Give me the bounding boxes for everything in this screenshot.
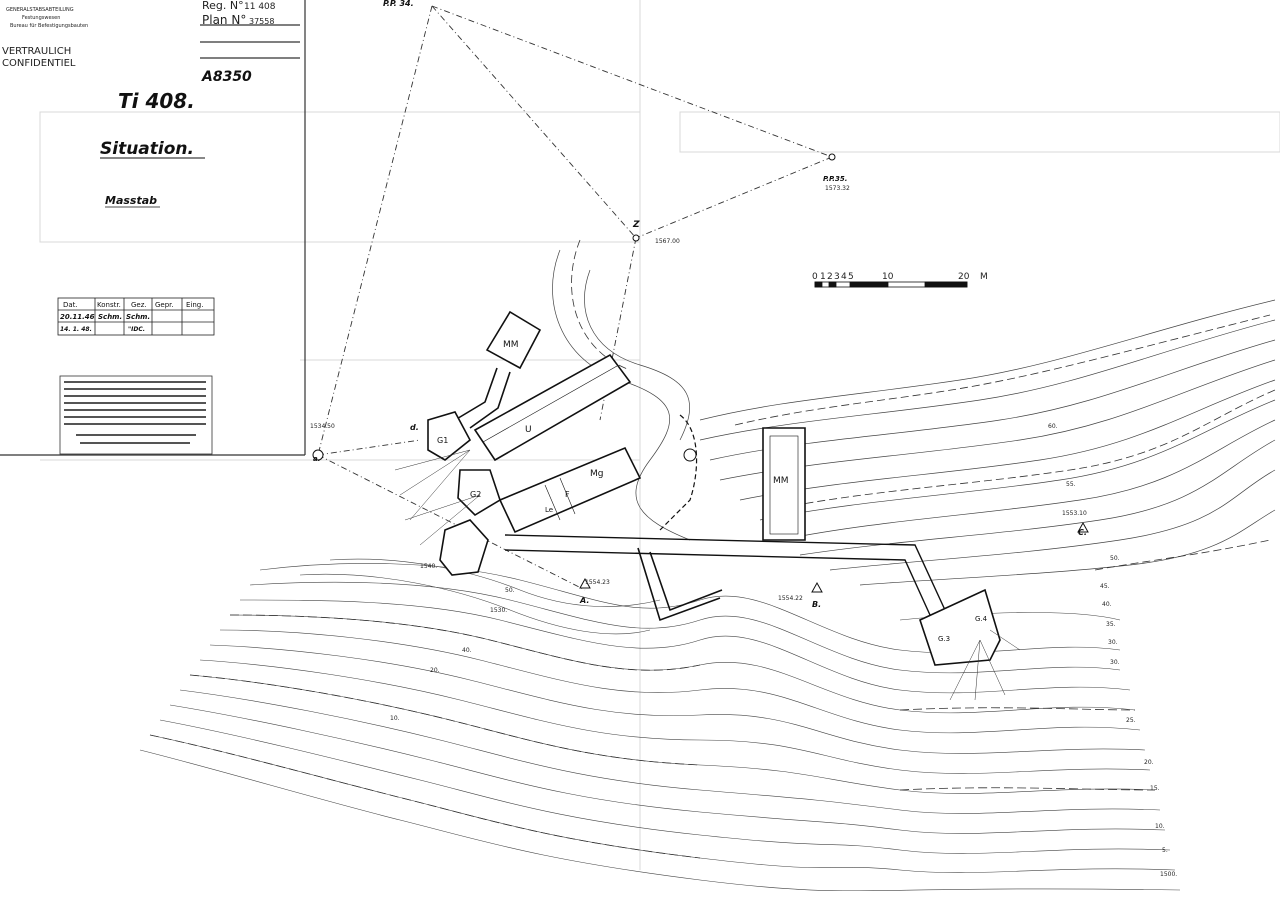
scale-unit: M bbox=[980, 272, 988, 282]
survey-a-elev: 1534.50 bbox=[310, 423, 335, 430]
fortification-structures bbox=[427, 310, 1001, 666]
contour-lines-upper bbox=[552, 249, 1276, 586]
contour-lines-upper-dashed bbox=[571, 239, 1276, 571]
stamp-org-line1: GENERALSTABSABTEILUNG bbox=[6, 7, 74, 13]
rev-row1-konstr: Schm. bbox=[98, 313, 122, 321]
contour-lines-lower bbox=[139, 558, 1181, 892]
plan-label: Plan N° bbox=[202, 13, 246, 27]
firing-sectors bbox=[394, 449, 1021, 701]
classification-vertraulich: VERTRAULICH bbox=[2, 46, 71, 57]
work-title: Ti 408. bbox=[118, 89, 195, 113]
scale-tick-1: 1 bbox=[820, 272, 826, 282]
mg-gallery bbox=[498, 446, 642, 534]
contour-label-1500: 1500. bbox=[1160, 871, 1177, 878]
stamp-org-line2: Festungswesen bbox=[22, 15, 60, 21]
notice-block bbox=[59, 375, 213, 455]
survey-pp35-elev: 1573.32 bbox=[825, 185, 850, 192]
contour-label-1540: 1540. bbox=[420, 563, 437, 570]
contour-label-50-left: 50. bbox=[505, 587, 515, 594]
contour-label-15: 15. bbox=[1150, 785, 1160, 792]
rev-header-gepr: Gepr. bbox=[155, 301, 174, 309]
survey-C-elev: 1553.10 bbox=[1062, 510, 1087, 517]
scale-tick-20: 20 bbox=[958, 272, 970, 282]
contour-label-25: 25. bbox=[1126, 717, 1136, 724]
contour-label-20-right: 20. bbox=[1144, 759, 1154, 766]
survey-pp35-label: P.P.35. bbox=[823, 175, 847, 183]
contour-label-35: 35. bbox=[1106, 621, 1116, 628]
scale-tick-0: 0 bbox=[812, 272, 818, 282]
room-le: Le bbox=[545, 506, 553, 514]
reg-number: 11 408 bbox=[244, 2, 276, 12]
contour-label-50-right: 50. bbox=[1110, 555, 1120, 562]
classification-confidentiel: CONFIDENTIEL bbox=[2, 58, 76, 69]
mm-bunker-right bbox=[762, 427, 806, 541]
survey-z-elev: 1567.00 bbox=[655, 238, 680, 245]
contour-label-5: 5. bbox=[1162, 847, 1168, 854]
reg-label: Reg. N° bbox=[202, 0, 244, 12]
scale-tick-4: 4 bbox=[841, 272, 847, 282]
contour-label-30-right: 30. bbox=[1110, 659, 1120, 666]
survey-B-label: B. bbox=[812, 600, 821, 609]
survey-a-label: a. bbox=[313, 455, 320, 463]
rev-row1-date: 20.11.46 bbox=[60, 313, 95, 321]
survey-top-label: P.P. 34. bbox=[383, 0, 414, 8]
survey-z-label: Z bbox=[632, 220, 640, 230]
contour-label-55: 55. bbox=[1066, 481, 1076, 488]
sheet-title: Situation. bbox=[100, 139, 194, 159]
contour-label-60: 60. bbox=[1048, 423, 1058, 430]
contour-label-40-left: 40. bbox=[462, 647, 472, 654]
plan-number: 37558 bbox=[249, 17, 274, 26]
g2-casemate bbox=[457, 469, 501, 517]
contour-lines-lower-dashed bbox=[149, 614, 1156, 859]
scale-tick-3: 3 bbox=[834, 272, 840, 282]
room-u: U bbox=[525, 425, 532, 435]
rev-row1-gez: Schm. bbox=[126, 313, 150, 321]
survey-markers bbox=[312, 153, 1089, 593]
g3-g4-casemate bbox=[919, 588, 1001, 666]
contour-label-45: 45. bbox=[1100, 583, 1110, 590]
room-d: d. bbox=[410, 423, 419, 432]
title-block bbox=[0, 0, 306, 456]
rev-row2-gez: "IDC. bbox=[128, 326, 145, 333]
survey-A-elev: 1554.23 bbox=[585, 579, 610, 586]
room-g4: G.4 bbox=[975, 615, 988, 623]
contour-label-10-left: 10. bbox=[390, 715, 400, 722]
u-gallery bbox=[473, 353, 632, 462]
scale-bar bbox=[814, 281, 968, 288]
survey-A-label: A. bbox=[579, 596, 589, 605]
room-g3: G.3 bbox=[938, 635, 950, 643]
room-mm-right: MM bbox=[773, 476, 789, 486]
contour-labels: 1540. 50. 1530. 40. 20. 10. 60. 55. 30. … bbox=[390, 423, 1177, 878]
rev-row2-date: 14. 1. 48. bbox=[60, 326, 92, 333]
scale-tick-10: 10 bbox=[882, 272, 894, 282]
scale-tick-5: 5 bbox=[848, 272, 854, 282]
scale-label: Masstab bbox=[105, 194, 157, 207]
archive-number: A8350 bbox=[201, 69, 252, 85]
contour-label-20-left: 20. bbox=[430, 667, 440, 674]
rev-header-konstr: Konstr. bbox=[97, 301, 121, 309]
survey-lines bbox=[317, 5, 833, 591]
room-mg: Mg bbox=[590, 469, 603, 479]
stamp-org-line3: Bureau für Befestigungsbauten bbox=[10, 23, 88, 29]
revision-table bbox=[57, 297, 215, 336]
contour-label-10-right: 10. bbox=[1155, 823, 1165, 830]
g1-casemate bbox=[427, 411, 472, 461]
mm-bunker-upper bbox=[485, 310, 542, 370]
contour-label-40-right: 40. bbox=[1102, 601, 1112, 608]
room-mm-upper: MM bbox=[503, 340, 519, 350]
rev-header-date: Dat. bbox=[63, 301, 78, 309]
rev-header-eing: Eing. bbox=[186, 301, 203, 309]
contour-label-1530: 1530. bbox=[490, 607, 507, 614]
survey-B-elev: 1554.22 bbox=[778, 595, 803, 602]
room-f: F bbox=[565, 490, 570, 499]
rev-header-gez: Gez. bbox=[131, 301, 147, 309]
faded-background-sheet bbox=[39, 0, 1280, 870]
room-g2: G2 bbox=[470, 490, 481, 499]
scale-tick-2: 2 bbox=[827, 272, 833, 282]
room-g1: G1 bbox=[437, 436, 448, 445]
contour-label-30-b: 30. bbox=[1108, 639, 1118, 646]
survey-C-label: C. bbox=[1078, 528, 1087, 537]
